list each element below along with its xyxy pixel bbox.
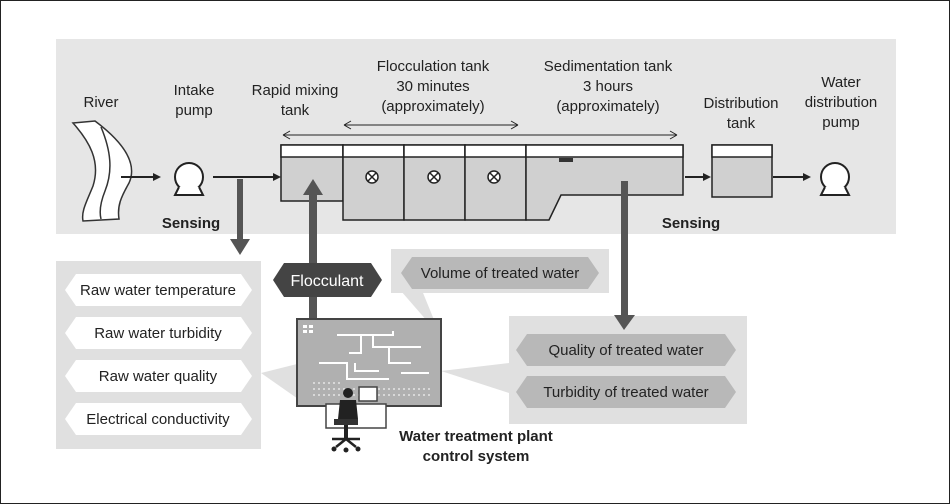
sedimentation-label-2: 3 hours — [583, 78, 633, 95]
flocculant-tag: Flocculant — [273, 263, 382, 297]
river-icon — [71, 120, 133, 222]
flocculant-up-arrow — [303, 179, 323, 321]
flocculation-label-2: 30 minutes — [396, 78, 469, 95]
sedimentation-down-arrow — [614, 181, 635, 330]
rapid-mixing-label-2: tank — [281, 102, 310, 119]
distribution-tank-label-2: tank — [727, 115, 756, 132]
turbidity-label: Turbidity of treated water — [543, 384, 708, 401]
quality-label: Quality of treated water — [548, 342, 703, 359]
flocculation-span-arrow — [343, 120, 519, 130]
volume-tag: Volume of treated water — [401, 257, 599, 289]
connector-right — [441, 363, 509, 393]
mixer-icon — [365, 170, 379, 184]
turbidity-tag: Turbidity of treated water — [516, 376, 736, 408]
control-system-label-1: Water treatment plant — [399, 428, 553, 445]
rapid-mixing-label-1: Rapid mixing — [252, 82, 339, 99]
distribution-pump-label-2: distribution — [805, 94, 878, 111]
sensor-item-label: Raw water quality — [99, 368, 218, 385]
flocculation-label-1: Flocculation tank — [377, 58, 490, 75]
volume-label: Volume of treated water — [421, 265, 579, 282]
sensor-item: Raw water quality — [65, 360, 252, 392]
sensor-item-label: Raw water turbidity — [94, 325, 222, 342]
distribution-pump-icon — [819, 162, 851, 196]
distribution-tank-label-1: Distribution — [703, 95, 778, 112]
intake-pump-label-2: pump — [175, 102, 213, 119]
mixer-icon — [427, 170, 441, 184]
mixing-span-arrow — [282, 130, 678, 140]
mixer-icon — [487, 170, 501, 184]
sensor-item-label: Raw water temperature — [80, 282, 236, 299]
distribution-pump-label-1: Water — [821, 74, 860, 91]
sensor-item-label: Electrical conductivity — [86, 411, 230, 428]
sensing-down-arrow — [230, 179, 250, 255]
sedimentation-label-1: Sedimentation tank — [544, 58, 673, 75]
control-system-label-2: control system — [423, 448, 530, 465]
connector-left — [261, 363, 301, 401]
operator-icon — [325, 386, 387, 453]
flocculation-label-3: (approximately) — [381, 98, 484, 115]
river-label: River — [83, 94, 118, 111]
treatment-tanks — [280, 144, 684, 221]
distribution-tank-icon — [711, 144, 773, 198]
sensor-item: Raw water turbidity — [65, 317, 252, 349]
sensing-label-right: Sensing — [662, 215, 720, 232]
distribution-pump-label-3: pump — [822, 114, 860, 131]
intake-pump-icon — [173, 162, 205, 196]
quality-tag: Quality of treated water — [516, 334, 736, 366]
sensing-label-left: Sensing — [162, 215, 220, 232]
sedimentation-label-3: (approximately) — [556, 98, 659, 115]
intake-pump-label-1: Intake — [174, 82, 215, 99]
sensor-item: Raw water temperature — [65, 274, 252, 306]
flocculant-label: Flocculant — [291, 273, 364, 290]
sensor-item: Electrical conductivity — [65, 403, 252, 435]
